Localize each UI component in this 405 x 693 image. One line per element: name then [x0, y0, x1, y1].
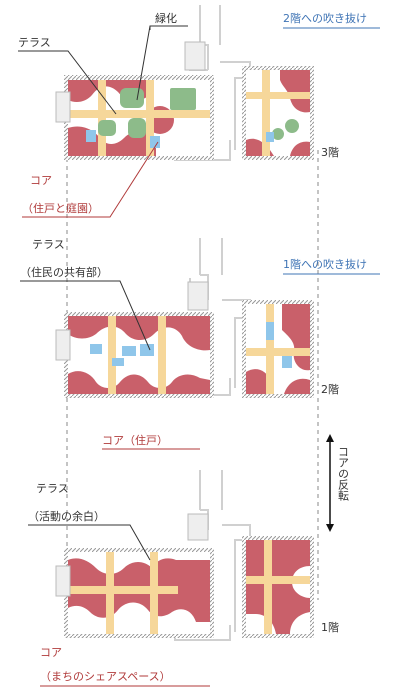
label-void-to-1f: 1階への吹き抜け — [283, 257, 367, 271]
label-core-mid: コア（住戸） — [102, 433, 168, 447]
label-core-reverse: コアの反転 — [337, 446, 350, 502]
label-floor-2: 2階 — [321, 382, 339, 396]
label-terrace-bottom-2: （活動の余白） — [28, 509, 105, 523]
floor-2-plan — [55, 238, 314, 398]
label-core-top-1: コア — [30, 174, 52, 187]
leader-terrace-top — [18, 50, 117, 115]
label-floor-1: 1階 — [321, 620, 339, 634]
floor-1-plan — [55, 470, 314, 641]
label-terrace-top: テラス — [18, 36, 51, 49]
arrow-down-head — [326, 524, 334, 532]
leader-greening-line — [136, 25, 188, 101]
label-greening: 緑化 — [155, 11, 177, 25]
label-core-bottom-1: コア — [40, 646, 62, 659]
arrow-up-head — [326, 434, 334, 442]
label-terrace-mid-1: テラス — [32, 238, 65, 251]
label-terrace-mid-2: （住民の共有部） — [20, 265, 108, 279]
label-void-to-2f: 2階への吹き抜け — [283, 11, 367, 25]
label-terrace-bottom-1: テラス — [36, 482, 69, 495]
floor-3-plan — [55, 5, 314, 161]
leader-terrace-mid — [20, 280, 151, 351]
label-core-top-2: （住戸と庭園） — [22, 201, 99, 215]
leader-core-top — [22, 141, 159, 218]
leader-terrace-bottom — [28, 524, 151, 561]
label-floor-3: 3階 — [321, 145, 339, 159]
label-core-bottom-2: （まちのシェアスペース） — [40, 670, 171, 683]
